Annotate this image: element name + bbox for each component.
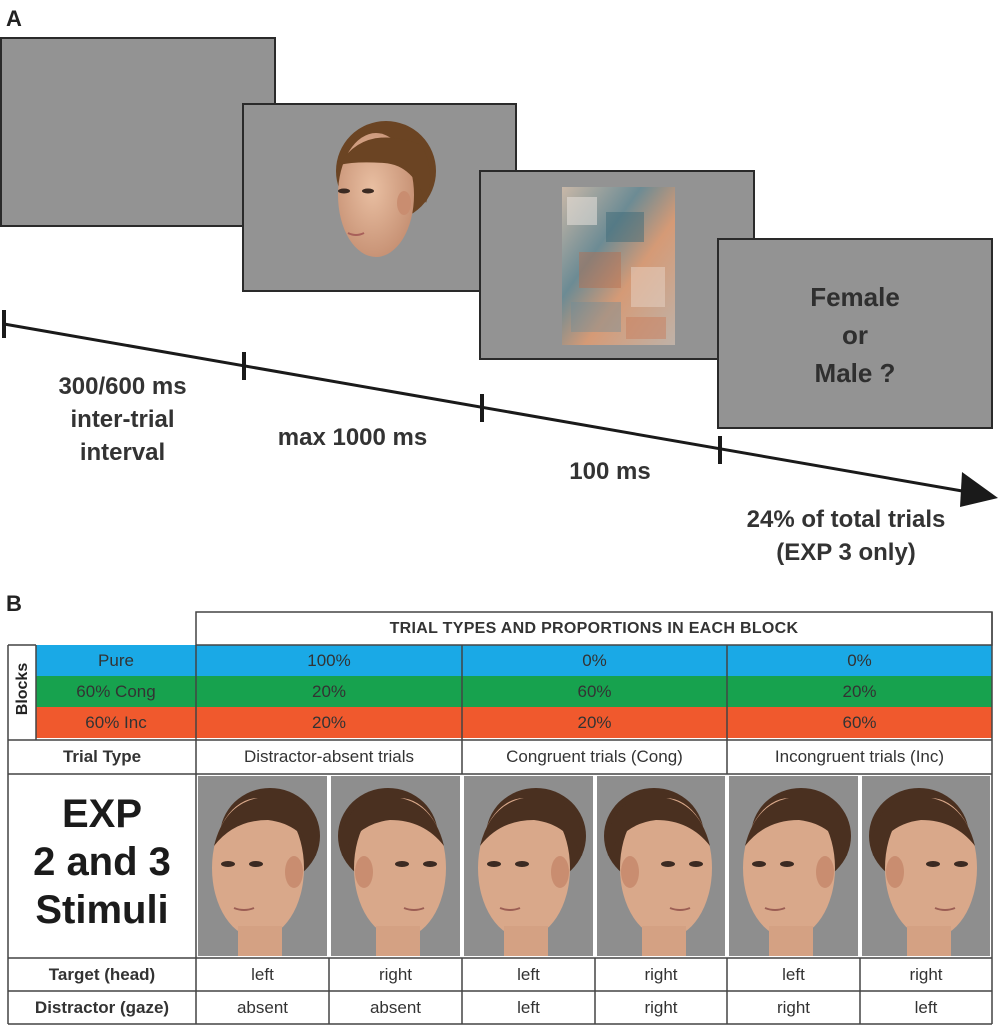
question-line-1: Female <box>810 282 900 312</box>
block-name-60-inc: 60% Inc <box>85 712 147 732</box>
distractor-value-3: left <box>517 997 540 1017</box>
distractor-value-5: right <box>776 997 811 1017</box>
distractor-value-4: right <box>644 997 678 1017</box>
target-label: Target (head) <box>48 964 156 984</box>
mask-screen <box>479 170 755 360</box>
iti-duration-label: 300/600 ms inter-trial interval <box>58 373 187 466</box>
noise-mask-image <box>562 187 675 345</box>
face-screen <box>242 103 517 292</box>
cong-block-incongruent-value: 20% <box>842 681 877 701</box>
distractor-value-6: left <box>914 997 938 1017</box>
male-face-stimulus-4 <box>597 776 725 956</box>
male-face-stimulus-1 <box>198 776 327 956</box>
block-name-60-cong: 60% Cong <box>76 681 156 701</box>
pure-congruent-value: 0% <box>582 650 607 670</box>
iti-screen <box>0 37 276 227</box>
distractor-label: Distractor (gaze) <box>34 997 170 1017</box>
male-face-stimulus-6 <box>862 776 990 956</box>
pure-incongruent-value: 0% <box>847 650 872 670</box>
trial-type-congruent: Congruent trials (Cong) <box>506 747 683 766</box>
cong-block-distractor-absent-value: 20% <box>311 681 347 701</box>
table-grid <box>7 611 993 1025</box>
target-value-6: right <box>909 964 943 984</box>
female-face-image <box>336 121 436 257</box>
target-value-1: left <box>251 964 274 984</box>
target-value-3: left <box>517 964 540 984</box>
distractor-value-2: absent <box>369 997 422 1017</box>
target-value-2: right <box>378 964 413 984</box>
face-duration-label: max 1000 ms <box>277 424 428 451</box>
target-value-4: right <box>644 964 678 984</box>
male-face-stimulus-3 <box>464 776 593 956</box>
timeline-arrow <box>2 310 998 507</box>
block-name-pure: Pure <box>98 650 134 670</box>
panel-a-letter: A <box>6 6 22 31</box>
table-header: TRIAL TYPES AND PROPORTIONS IN EACH BLOC… <box>389 619 799 637</box>
question-line-2: or <box>842 320 868 350</box>
response-screen: Female or Male ? <box>717 238 993 429</box>
male-face-stimulus-5 <box>729 776 858 956</box>
mask-duration-label: 100 ms <box>569 458 651 485</box>
trial-type-label: Trial Type <box>62 747 142 766</box>
question-line-3: Male ? <box>814 358 896 388</box>
inc-block-congruent-value: 20% <box>577 712 612 732</box>
response-proportion-label: 24% of total trials (EXP 3 only) <box>746 506 946 566</box>
male-face-stimulus-2 <box>331 776 460 956</box>
response-question: Female or Male ? <box>719 278 991 392</box>
distractor-value-1: absent <box>236 997 289 1017</box>
target-value-5: left <box>782 964 805 984</box>
experiment-stimuli-label: EXP 2 and 3 Stimuli <box>33 792 171 932</box>
trial-type-distractor-absent: Distractor-absent trials <box>243 747 415 766</box>
panel-b-letter: B <box>6 591 22 616</box>
inc-block-incongruent-value: 60% <box>842 712 877 732</box>
trial-type-incongruent: Incongruent trials (Inc) <box>774 747 945 766</box>
cong-block-congruent-value: 60% <box>577 681 612 701</box>
pure-distractor-absent-value: 100% <box>307 650 351 670</box>
inc-block-distractor-absent-value: 20% <box>311 712 347 732</box>
